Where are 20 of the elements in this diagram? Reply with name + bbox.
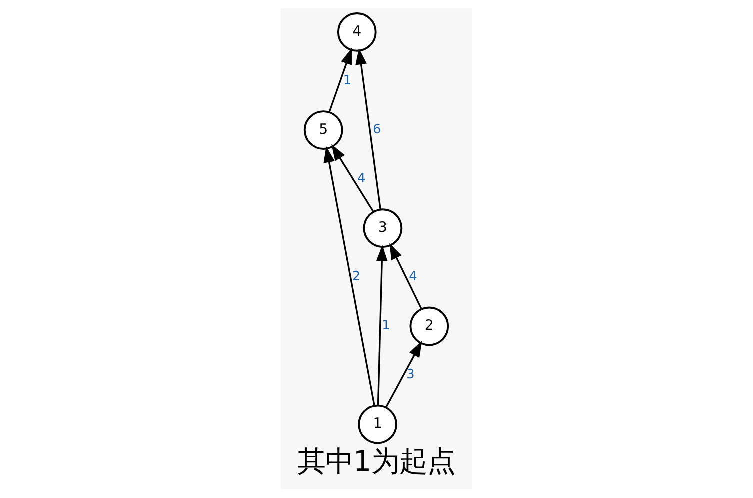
edge-label: 1: [382, 318, 390, 334]
edge-label: 4: [409, 270, 418, 285]
node-circle: 5: [304, 110, 344, 150]
node-circle: 2: [410, 306, 450, 346]
node-circle: 1: [358, 404, 398, 444]
arrow: [324, 146, 376, 406]
arrow: [332, 144, 374, 212]
arrow: [356, 48, 382, 210]
edge-label: 1: [343, 73, 352, 88]
arrow: [390, 243, 422, 310]
arrow: [376, 245, 388, 406]
caption: 其中1为起点: [297, 445, 456, 478]
arrow: [328, 48, 352, 113]
arrow: [386, 340, 422, 408]
edge-label: 2: [352, 270, 361, 285]
edge-label: 6: [373, 122, 382, 138]
node-circle: 3: [363, 208, 403, 248]
edge-label: 4: [358, 172, 366, 187]
edge-label: 3: [406, 368, 415, 383]
node-circle: 4: [337, 12, 377, 52]
